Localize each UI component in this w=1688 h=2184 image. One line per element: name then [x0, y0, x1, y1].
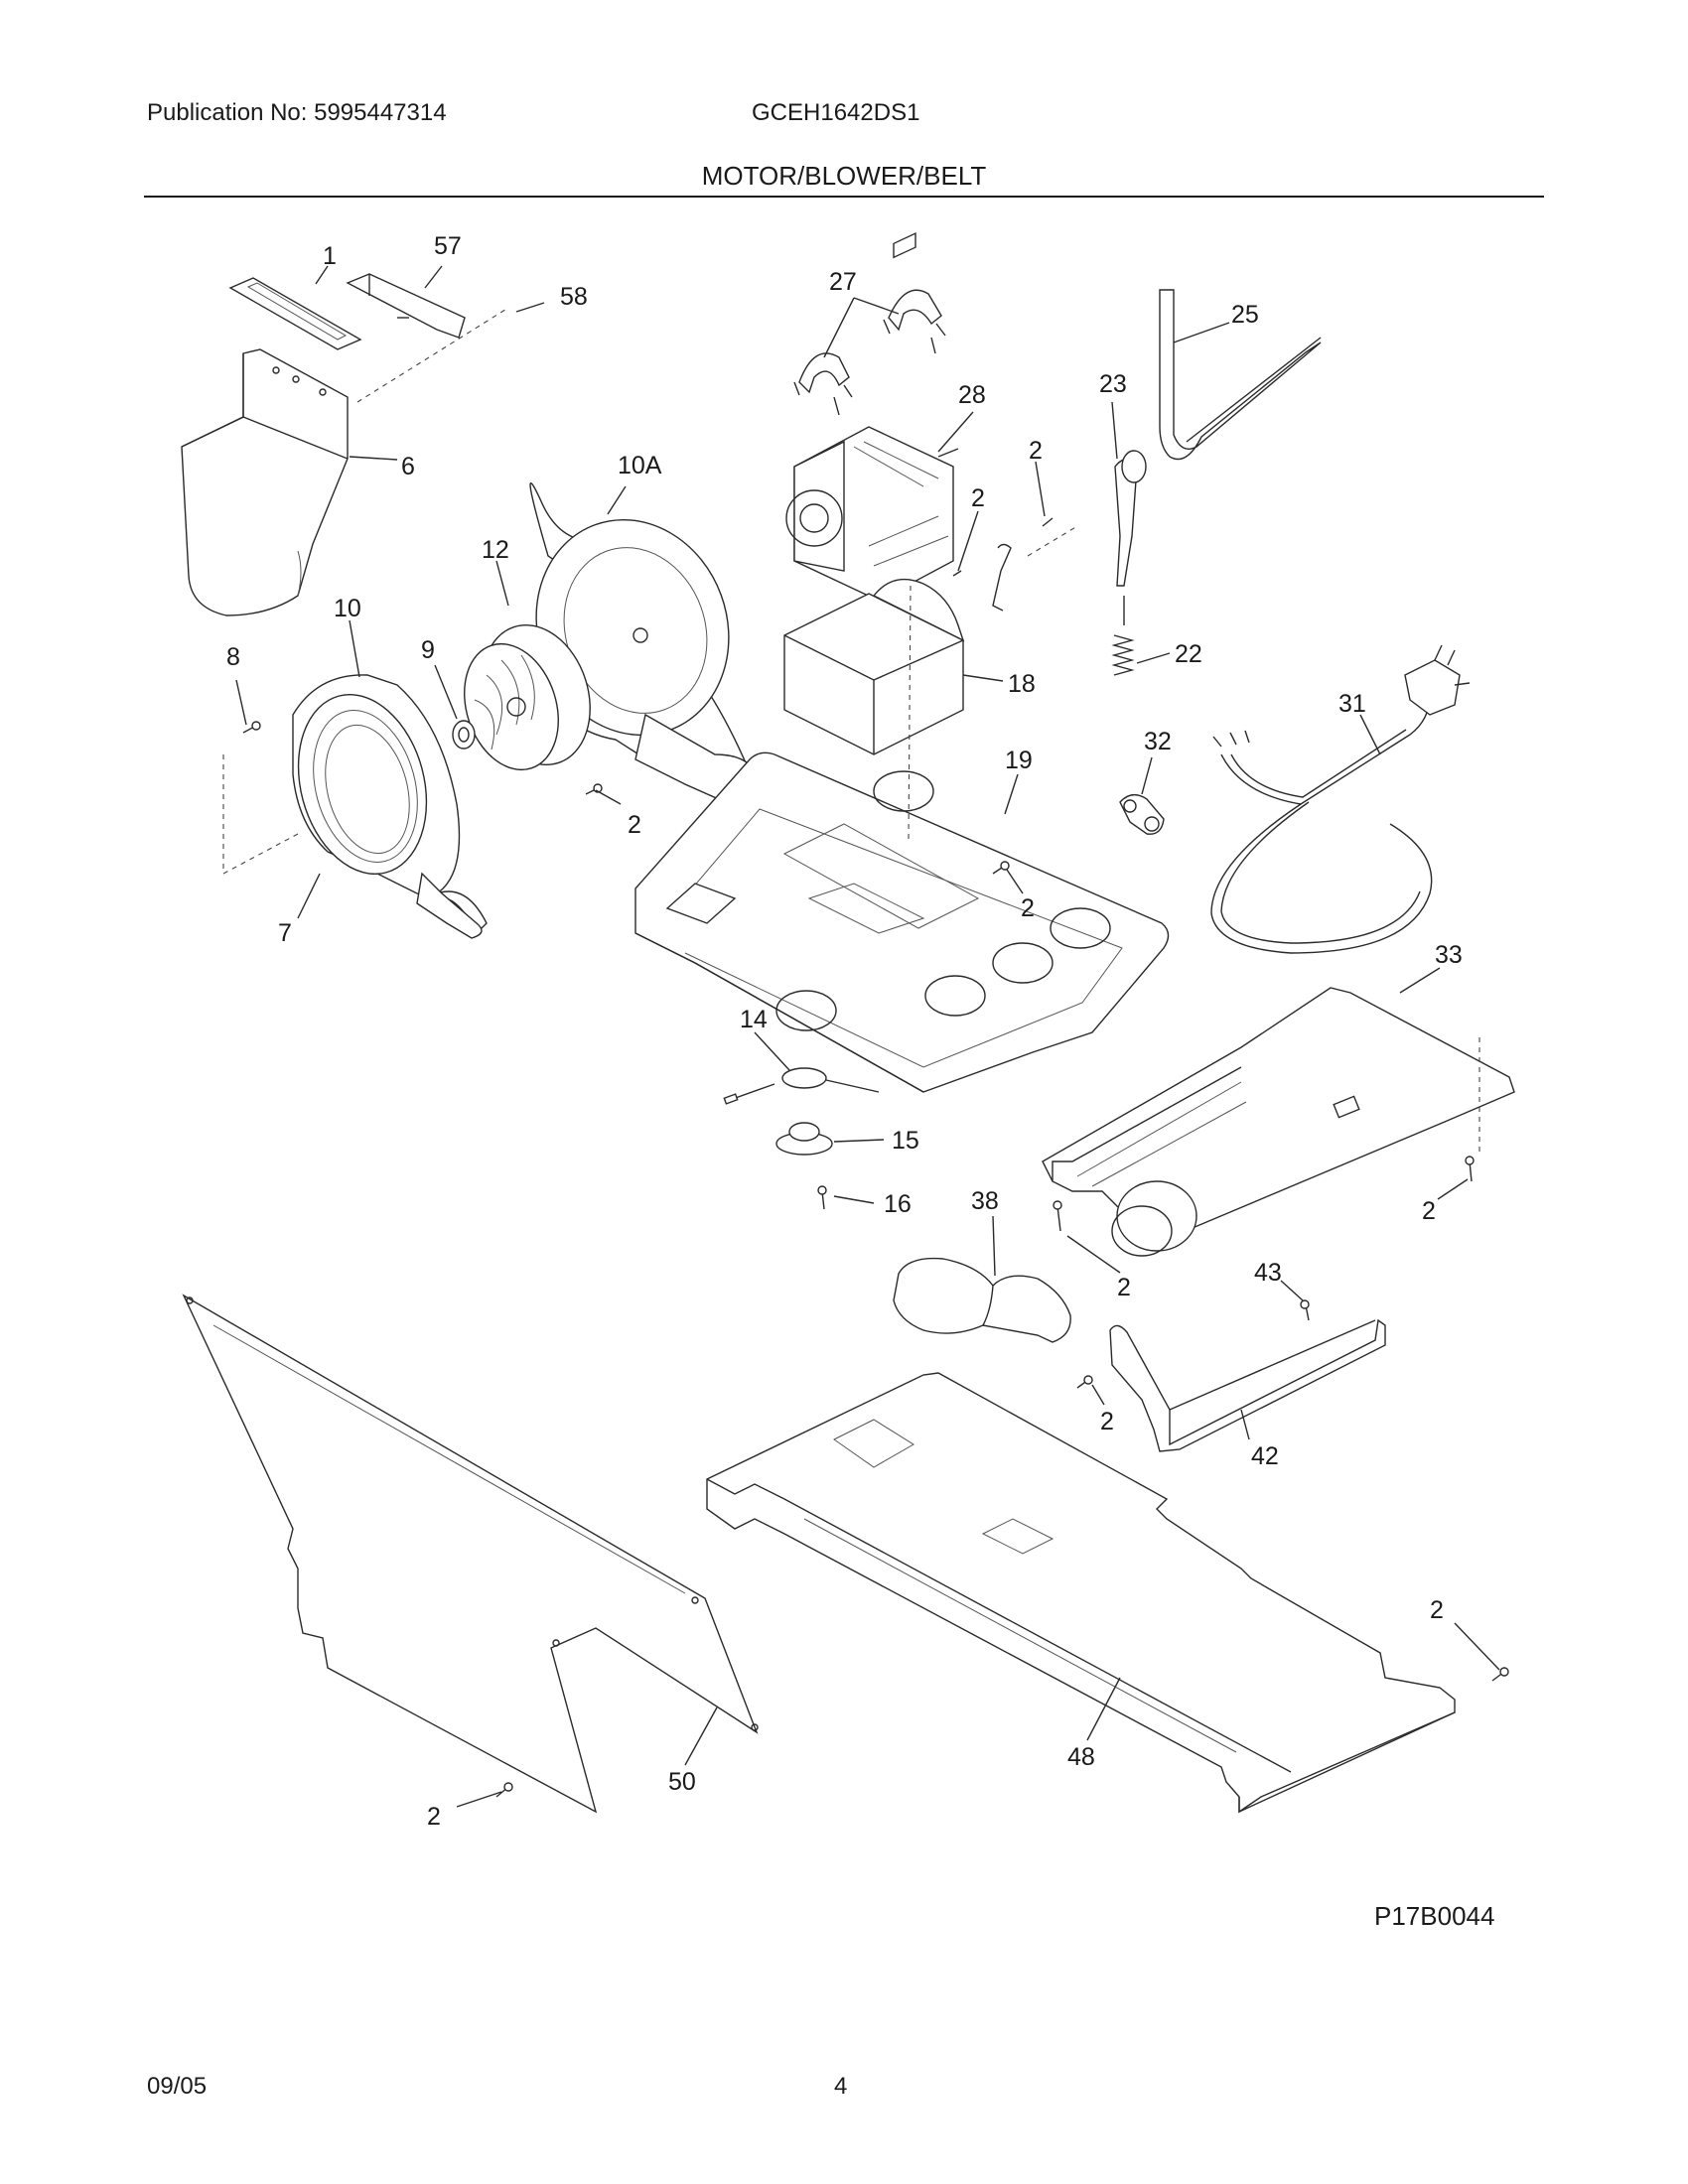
part-back-panel	[182, 1294, 759, 1814]
screw-2f	[1465, 1156, 1475, 1182]
callout-2c: 2	[971, 484, 985, 512]
callout-14: 14	[740, 1006, 768, 1033]
part-motor	[785, 426, 959, 602]
part-impeller	[464, 623, 591, 771]
screw-2e	[1053, 1200, 1062, 1232]
callout-57: 57	[434, 232, 462, 260]
callout-1: 1	[323, 242, 337, 270]
title-rule	[144, 196, 1544, 198]
part-motor-clips	[793, 289, 946, 416]
callout-2e: 2	[1117, 1274, 1131, 1301]
part-gasket	[228, 277, 362, 350]
model-number: GCEH1642DS1	[752, 99, 920, 126]
part-rail	[1109, 1318, 1386, 1452]
callout-23: 23	[1099, 370, 1127, 398]
callout-58: 58	[560, 283, 588, 311]
callout-42: 42	[1251, 1442, 1279, 1470]
callout-19: 19	[1005, 747, 1033, 774]
callout-27: 27	[829, 268, 857, 296]
part-blower-front	[292, 674, 488, 939]
callout-2d: 2	[1021, 894, 1035, 922]
callout-10A: 10A	[618, 452, 662, 479]
part-washer	[452, 720, 476, 750]
publication-date: 09/05	[147, 2073, 208, 2100]
callout-31: 31	[1338, 690, 1366, 718]
callout-32: 32	[1144, 728, 1172, 755]
callout-25: 25	[1231, 301, 1259, 329]
callout-9: 9	[421, 636, 435, 664]
screw-2g	[1076, 1375, 1093, 1389]
part-elbow	[893, 1257, 1071, 1343]
callout-22: 22	[1175, 640, 1202, 668]
callout-2g: 2	[1100, 1408, 1114, 1435]
callout-15: 15	[892, 1127, 919, 1155]
callout-7: 7	[278, 919, 292, 947]
callout-2f: 2	[1422, 1197, 1436, 1225]
screw-2i	[495, 1782, 513, 1798]
part-bracket-57	[346, 273, 466, 339]
screw-2d	[992, 861, 1010, 875]
page-number: 4	[834, 2073, 848, 2100]
callout-2h: 2	[1430, 1596, 1444, 1624]
leader-lines	[222, 265, 1500, 1808]
part-thermostat	[775, 1122, 833, 1156]
screw-2h	[1491, 1667, 1509, 1682]
screw-43	[1300, 1299, 1310, 1321]
part-thermistor	[723, 1067, 880, 1105]
part-base	[634, 585, 1170, 1093]
part-motor-mount	[783, 232, 965, 755]
callout-labels: 1 57 58 6 10A 12 10 8 9 7 2 27 28 2 2 23…	[226, 232, 1463, 1831]
part-duct-cover	[1042, 987, 1515, 1257]
section-title: MOTOR/BLOWER/BELT	[701, 161, 987, 191]
part-base-pan	[706, 1372, 1456, 1814]
callout-8: 8	[226, 643, 240, 671]
callout-2b: 2	[1029, 437, 1043, 465]
screw-16	[817, 1185, 827, 1210]
callout-43: 43	[1254, 1259, 1282, 1287]
callout-50: 50	[668, 1768, 696, 1796]
part-power-cord	[1210, 644, 1471, 954]
callout-18: 18	[1008, 670, 1036, 698]
callout-2i: 2	[427, 1803, 441, 1831]
callout-10: 10	[334, 595, 361, 622]
callout-48: 48	[1067, 1743, 1095, 1771]
callout-38: 38	[971, 1187, 999, 1215]
part-belt	[1159, 289, 1322, 461]
callout-2a: 2	[628, 811, 641, 839]
part-duct	[181, 348, 349, 616]
callout-6: 6	[401, 453, 415, 480]
callout-33: 33	[1435, 941, 1463, 969]
part-connector	[1119, 794, 1165, 835]
callout-12: 12	[482, 536, 509, 564]
callout-16: 16	[884, 1190, 912, 1218]
screw-8	[242, 721, 261, 734]
diagram-reference: P17B0044	[1374, 1901, 1495, 1931]
part-idler-arm	[1111, 450, 1147, 676]
callout-28: 28	[958, 381, 986, 409]
part-clip-2	[952, 517, 1054, 612]
publication-number: Publication No: 5995447314	[147, 99, 447, 126]
